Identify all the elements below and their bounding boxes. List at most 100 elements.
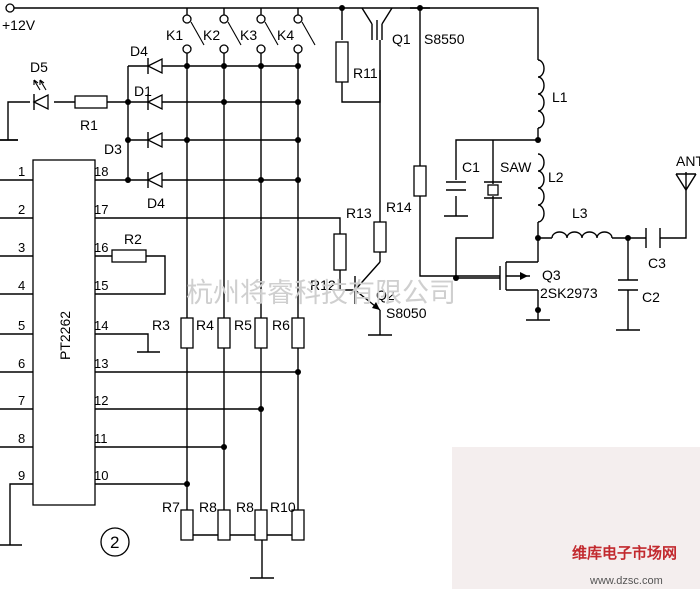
diode-d3 [140,131,168,149]
diodes [32,57,168,189]
resistor-r8b [254,509,268,541]
resistor-r12-label: R12 [310,277,336,293]
capacitor-c1-label: C1 [462,159,480,175]
wiring [0,7,687,578]
ic-pin-1: 1 [18,164,25,179]
resistor-r4 [180,317,194,349]
supply-terminal [5,3,15,13]
resistor-r2-label: R2 [124,231,142,247]
ic-pin-14: 14 [94,318,108,333]
ic-pin-3: 3 [18,240,25,255]
led-d5-label: D5 [30,59,48,75]
figure-number-badge: 2 [100,527,130,557]
transistor-q2-label: Q2 [376,287,395,303]
switch-k4 [293,14,316,54]
resistor-r10 [291,509,305,541]
resistor-r5 [217,317,231,349]
switch-k1-label: K1 [166,27,183,43]
watermark-text: 杭州将睿科技有限公司 [186,278,456,309]
ic-pin-17: 17 [94,202,108,217]
resistor-r7 [180,509,194,541]
resistors [74,41,427,541]
resistor-r2 [111,249,147,263]
resistor-r6 [291,317,305,349]
switch-k3-label: K3 [240,27,257,43]
ic-right-pin-numbers: 18 17 16 15 14 13 12 11 10 [94,164,108,483]
ic-pin-13: 13 [94,356,108,371]
diode-d3-label: D3 [104,141,122,157]
diode-d1 [140,93,168,111]
supply-label: +12V [2,17,36,33]
ic-pin-4: 4 [18,278,25,293]
site-logo-text: 维库电子市场网 [572,544,677,562]
ic-pin-15: 15 [94,278,108,293]
ic-pin-18: 18 [94,164,108,179]
ic-pin-8: 8 [18,431,25,446]
transistor-q2-type: S8050 [386,305,427,321]
key-switches [182,14,316,54]
capacitor-c3 [645,228,661,248]
capacitor-c2-label: C2 [642,289,660,305]
inductor-l3 [551,231,613,239]
ic-pin-12: 12 [94,393,108,408]
saw-resonator [484,181,502,199]
diode-d4-bottom [140,171,168,189]
resistor-r12 [333,233,347,271]
inductor-l1 [537,59,545,129]
ic-pin-5: 5 [18,318,25,333]
resistor-r13 [373,221,387,253]
ic-pin-6: 6 [18,356,25,371]
site-logo: 维库电子市场网 www.dzsc.com [452,447,700,589]
transistor-q3 [499,261,538,291]
resistor-r1-label: R1 [80,117,98,133]
ic-left-pin-numbers: 1 2 3 4 5 6 7 8 9 [18,164,25,483]
capacitor-c1 [446,181,466,191]
ic-pin-7: 7 [18,393,25,408]
figure-number: 2 [110,533,119,552]
inductor-l2 [537,153,545,223]
transistor-q2 [354,261,381,311]
antenna-label: ANT [676,153,700,169]
resistor-r7-label: R7 [162,499,180,515]
switch-k1 [182,14,205,54]
ic-pin-11: 11 [94,431,108,446]
ic-name: PT2262 [57,311,73,360]
capacitor-c2 [618,279,638,291]
transistor-q1 [361,7,393,40]
resistor-r6-label: R6 [272,317,290,333]
capacitor-c3-label: C3 [648,255,666,271]
switch-k3 [256,14,279,54]
ic-pin-10: 10 [94,468,108,483]
ic-pin-9: 9 [18,468,25,483]
resistor-r3-label: R3 [152,317,170,333]
ic-pt2262 [0,159,96,506]
diode-d4-bottom-label: D4 [147,195,165,211]
resistor-r11 [335,41,349,83]
inductor-l2-label: L2 [548,169,564,185]
resistor-r8a-label: R8 [199,499,217,515]
led-d5 [32,79,49,111]
diode-d4-top-label: D4 [130,43,148,59]
transistor-q3-type: 2SK2973 [540,285,598,301]
resistor-r11-label: R11 [353,65,378,81]
resistor-r4-label: R4 [196,317,214,333]
resistor-r14 [413,165,427,197]
inductor-l3-label: L3 [572,205,588,221]
saw-label: SAW [500,159,532,175]
resistor-r10-label: R10 [270,499,296,515]
transistor-q1-type: S8550 [424,31,465,47]
switch-k2 [219,14,242,54]
resistor-r13-label: R13 [346,205,372,221]
resistor-r8b-label: R8 [236,499,254,515]
site-logo-url: www.dzsc.com [589,575,663,587]
resistor-r5-label: R5 [234,317,252,333]
ic-pin-2: 2 [18,202,25,217]
switch-k4-label: K4 [277,27,294,43]
resistor-r14-label: R14 [386,199,412,215]
transistor-q3-label: Q3 [542,267,561,283]
ground-symbols [0,139,640,579]
switch-k2-label: K2 [203,27,220,43]
diode-d1-label: D1 [134,83,152,99]
ic-pin-16: 16 [94,240,108,255]
